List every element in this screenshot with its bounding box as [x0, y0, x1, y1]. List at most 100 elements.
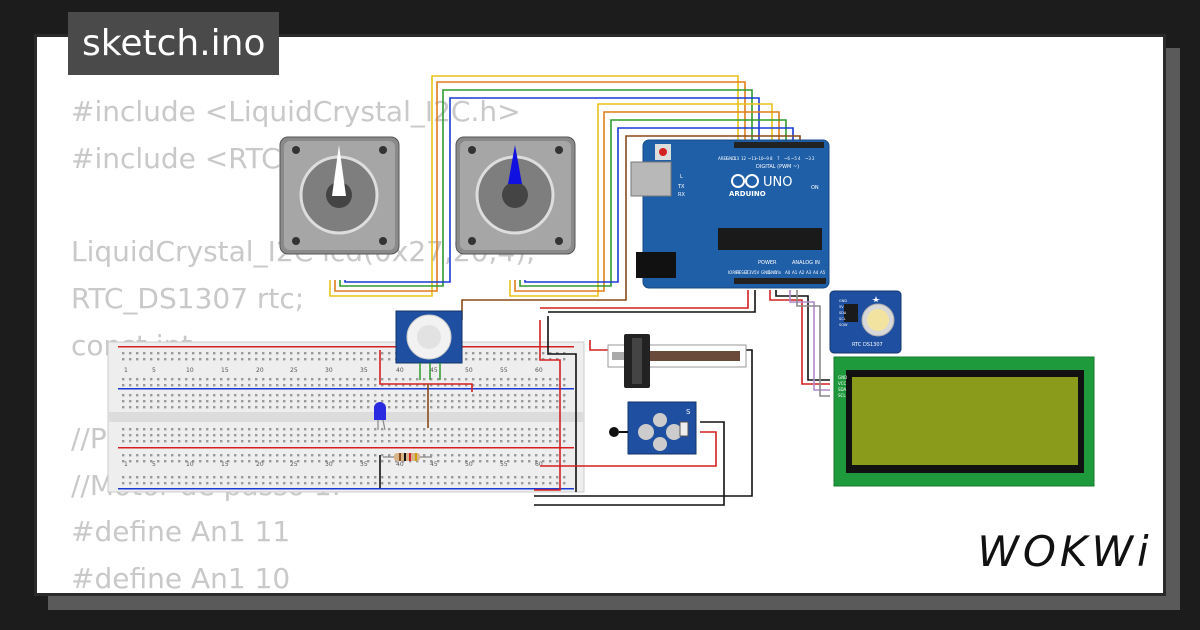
bb-col-label: 1	[124, 461, 128, 468]
breadboard-hole	[283, 454, 286, 457]
breadboard-hole	[444, 384, 447, 387]
lcd-screen	[852, 377, 1078, 465]
breadboard-hole	[395, 428, 398, 431]
breadboard-hole	[507, 378, 510, 381]
lcd-display[interactable]: GND VCC SDA SCL	[833, 356, 1095, 487]
pir-sensor[interactable]: + D -	[395, 310, 463, 380]
breadboard-hole	[514, 400, 517, 403]
stepper-motor-1[interactable]	[279, 136, 400, 255]
breadboard-hole	[507, 406, 510, 409]
breadboard-hole	[206, 406, 209, 409]
bb-col-label: 35	[360, 461, 368, 468]
breadboard-hole	[493, 384, 496, 387]
breadboard-hole	[304, 406, 307, 409]
breadboard-hole	[318, 434, 321, 437]
breadboard-hole	[346, 434, 349, 437]
breadboard-hole	[409, 400, 412, 403]
slide-potentiometer[interactable]	[607, 334, 747, 388]
breadboard-hole	[444, 476, 447, 479]
rtc-module[interactable]: RTC DS1307 GND 5V SDA SCL SQW	[829, 290, 902, 354]
breadboard-hole	[423, 400, 426, 403]
breadboard-hole	[500, 428, 503, 431]
breadboard-hole	[255, 460, 258, 463]
breadboard-hole	[409, 440, 412, 443]
breadboard-hole	[199, 460, 202, 463]
code-line: #define An1 10	[71, 562, 291, 596]
resistor[interactable]	[383, 453, 432, 461]
breadboard-hole	[318, 358, 321, 361]
breadboard-hole	[164, 406, 167, 409]
wire	[379, 350, 473, 392]
breadboard-hole	[129, 434, 132, 437]
breadboard-hole	[283, 352, 286, 355]
breadboard-hole	[213, 394, 216, 397]
temperature-sensor[interactable]: S	[609, 401, 697, 455]
breadboard-hole	[402, 406, 405, 409]
breadboard-hole	[479, 428, 482, 431]
breadboard-hole	[563, 428, 566, 431]
wire	[775, 290, 830, 381]
breadboard-hole	[521, 400, 524, 403]
breadboard-hole	[514, 440, 517, 443]
breadboard-hole	[423, 460, 426, 463]
breadboard-hole	[346, 378, 349, 381]
breadboard-hole	[500, 358, 503, 361]
arduino-uno[interactable]: AREF GND 13 12 ~11 ~10 ~9 8 7 ~6 ~5 4 ~3…	[630, 139, 830, 289]
breadboard-hole	[206, 378, 209, 381]
breadboard-hole	[143, 428, 146, 431]
breadboard-hole	[507, 476, 510, 479]
breadboard-hole	[563, 460, 566, 463]
wire	[789, 290, 830, 391]
breadboard-hole	[234, 460, 237, 463]
breadboard-hole	[444, 440, 447, 443]
breadboard-hole	[276, 454, 279, 457]
breadboard-hole	[493, 378, 496, 381]
breadboard-hole	[367, 384, 370, 387]
breadboard-hole	[227, 476, 230, 479]
pin-label: ~5	[791, 156, 797, 161]
breadboard-hole	[458, 384, 461, 387]
breadboard-hole	[150, 460, 153, 463]
breadboard-hole	[178, 454, 181, 457]
breadboard-hole	[206, 440, 209, 443]
breadboard-hole	[535, 434, 538, 437]
breadboard-hole	[500, 406, 503, 409]
breadboard-hole	[472, 378, 475, 381]
breadboard-hole	[290, 454, 293, 457]
breadboard-hole	[514, 406, 517, 409]
reset-button[interactable]	[659, 148, 667, 156]
breadboard-hole	[227, 428, 230, 431]
breadboard-hole	[395, 378, 398, 381]
wire	[514, 111, 780, 292]
breadboard-hole	[192, 378, 195, 381]
breadboard-hole	[409, 460, 412, 463]
breadboard-hole	[290, 358, 293, 361]
breadboard-hole	[472, 428, 475, 431]
breadboard-hole	[416, 400, 419, 403]
stepper-motor-2[interactable]	[455, 136, 576, 255]
breadboard-hole	[311, 428, 314, 431]
breadboard-hole	[402, 460, 405, 463]
breadboard-hole	[346, 358, 349, 361]
rail-line	[118, 488, 574, 490]
breadboard-hole	[192, 358, 195, 361]
breadboard-hole	[409, 434, 412, 437]
breadboard-hole	[521, 406, 524, 409]
breadboard-hole	[185, 358, 188, 361]
breadboard-hole	[437, 428, 440, 431]
breadboard-hole	[381, 352, 384, 355]
breadboard-hole	[241, 384, 244, 387]
rtc-pin-label: SCL	[839, 317, 846, 321]
file-tab[interactable]: sketch.ino	[68, 12, 280, 75]
breadboard-hole	[276, 378, 279, 381]
breadboard-hole	[535, 460, 538, 463]
breadboard-hole	[514, 482, 517, 485]
breadboard-hole	[276, 394, 279, 397]
breadboard-hole	[262, 476, 265, 479]
breadboard-hole	[143, 384, 146, 387]
breadboard-hole	[346, 454, 349, 457]
breadboard-hole	[199, 352, 202, 355]
led-blue[interactable]	[374, 402, 386, 431]
breadboard-hole	[388, 352, 391, 355]
breadboard-hole	[437, 406, 440, 409]
